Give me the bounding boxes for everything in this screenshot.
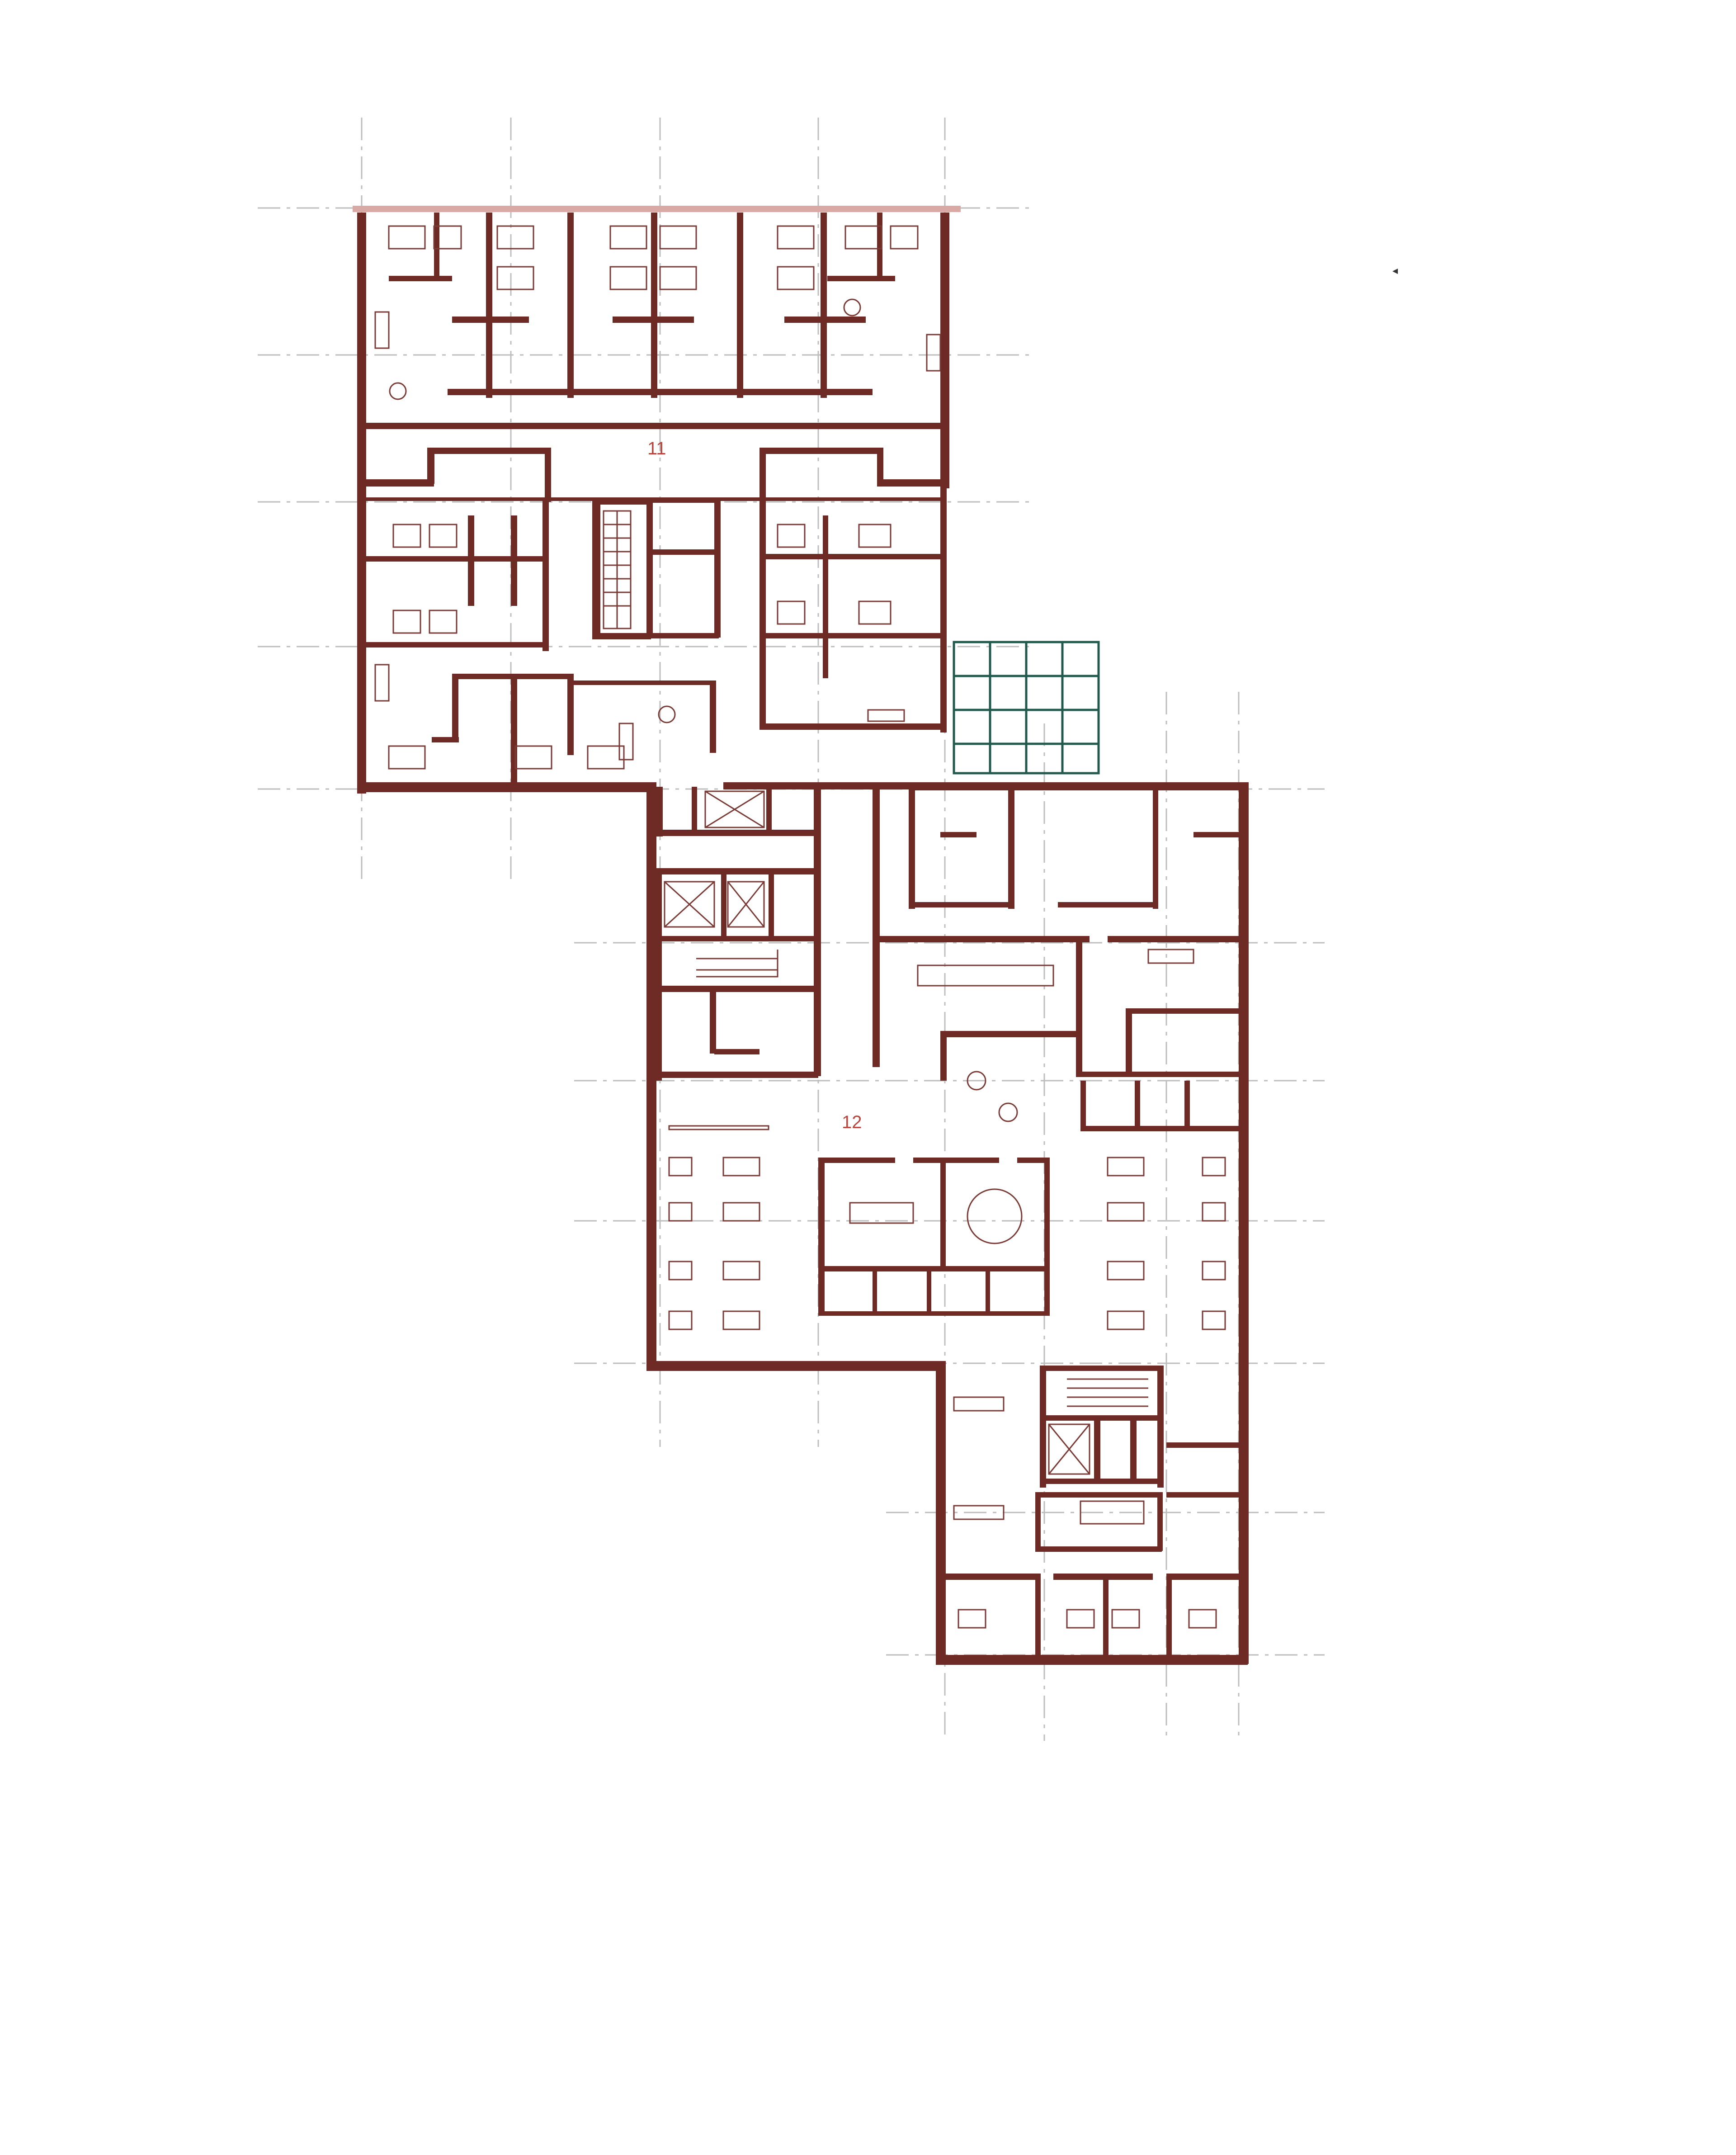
furniture-12 <box>668 949 1226 1629</box>
zone-11-label: 11 <box>647 439 666 458</box>
zone-12-label: 12 <box>842 1112 862 1132</box>
wing-11-walls <box>353 206 961 1370</box>
stair-and-lifts-12 <box>664 790 1148 1475</box>
desk-cluster-left <box>668 1157 760 1330</box>
structural-grid <box>258 118 1325 1741</box>
desk-cluster-right <box>1107 1157 1226 1330</box>
glazed-atrium <box>953 641 1100 775</box>
furniture-11 <box>374 225 941 770</box>
north-arrow-icon <box>1392 269 1398 274</box>
wing-12-walls <box>646 782 1249 1665</box>
stair-11 <box>603 510 632 629</box>
